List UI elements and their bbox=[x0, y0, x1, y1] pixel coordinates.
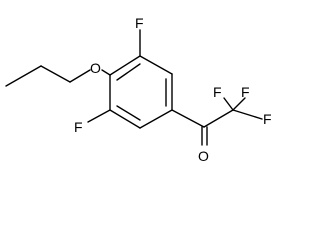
ring-bond-2 bbox=[139, 55, 173, 75]
atom-f-cf3-right: F bbox=[263, 111, 272, 127]
ring-double-1 bbox=[116, 63, 141, 81]
atom-oxygen-ether: O bbox=[90, 60, 101, 76]
bond-propyl-2 bbox=[40, 65, 71, 83]
bond-propyl-3 bbox=[69, 69, 91, 83]
bond-cf3-f-top-left bbox=[223, 97, 234, 111]
atom-oxygen-carbonyl: O bbox=[198, 148, 209, 164]
structure-diagram: F O F O F F F bbox=[5, 15, 272, 164]
atom-f-top: F bbox=[135, 15, 144, 31]
ring-bond-5 bbox=[109, 109, 141, 129]
ring-bond-4 bbox=[139, 109, 173, 129]
atom-f-cf3-top-right: F bbox=[241, 84, 250, 100]
bond-cf3-f-top-right bbox=[232, 97, 246, 111]
bond-f-bottom bbox=[87, 109, 111, 123]
ring-bond-1 bbox=[109, 55, 141, 76]
atom-f-left-bottom: F bbox=[74, 119, 83, 135]
atom-f-cf3-top-left: F bbox=[213, 84, 222, 100]
bond-cf3-f-right bbox=[232, 109, 263, 120]
bond-o-ring bbox=[101, 69, 111, 76]
ring-double-3 bbox=[116, 105, 141, 121]
bond-ring-carbonyl bbox=[171, 109, 205, 128]
bond-propyl-1 bbox=[5, 65, 42, 87]
bond-carbonyl-cf3 bbox=[203, 109, 234, 128]
